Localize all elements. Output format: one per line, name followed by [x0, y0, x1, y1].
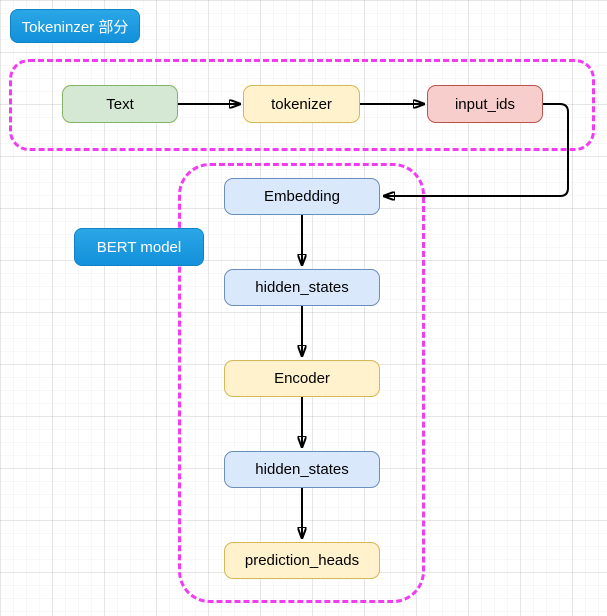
node-encoder[interactable]: Encoder	[224, 360, 380, 397]
node-hidden-states-1[interactable]: hidden_states	[224, 269, 380, 306]
node-embedding[interactable]: Embedding	[224, 178, 380, 215]
node-prediction-heads[interactable]: prediction_heads	[224, 542, 380, 579]
node-encoder-label: Encoder	[274, 370, 330, 387]
label-bert-model[interactable]: BERT model	[74, 228, 204, 266]
node-embedding-label: Embedding	[264, 188, 340, 205]
label-tokenizer-section[interactable]: Tokeninzer 部分	[10, 9, 140, 43]
node-hidden-states-2-label: hidden_states	[255, 461, 349, 478]
node-prediction-heads-label: prediction_heads	[244, 552, 360, 569]
node-tokenizer-label: tokenizer	[271, 95, 332, 113]
node-hidden-states-1-label: hidden_states	[255, 279, 349, 296]
bert-model-group[interactable]	[178, 163, 425, 603]
node-input-ids-label: input_ids	[454, 95, 516, 113]
node-hidden-states-2[interactable]: hidden_states	[224, 451, 380, 488]
node-text[interactable]: Text	[62, 85, 178, 123]
tokenizer-section-group[interactable]	[9, 59, 595, 151]
node-input-ids[interactable]: input_ids	[427, 85, 543, 123]
node-tokenizer[interactable]: tokenizer	[243, 85, 360, 123]
label-tokenizer-section-text: Tokeninzer 部分	[21, 18, 129, 36]
node-text-label: Text	[106, 95, 134, 113]
label-bert-model-text: BERT model	[96, 238, 182, 256]
